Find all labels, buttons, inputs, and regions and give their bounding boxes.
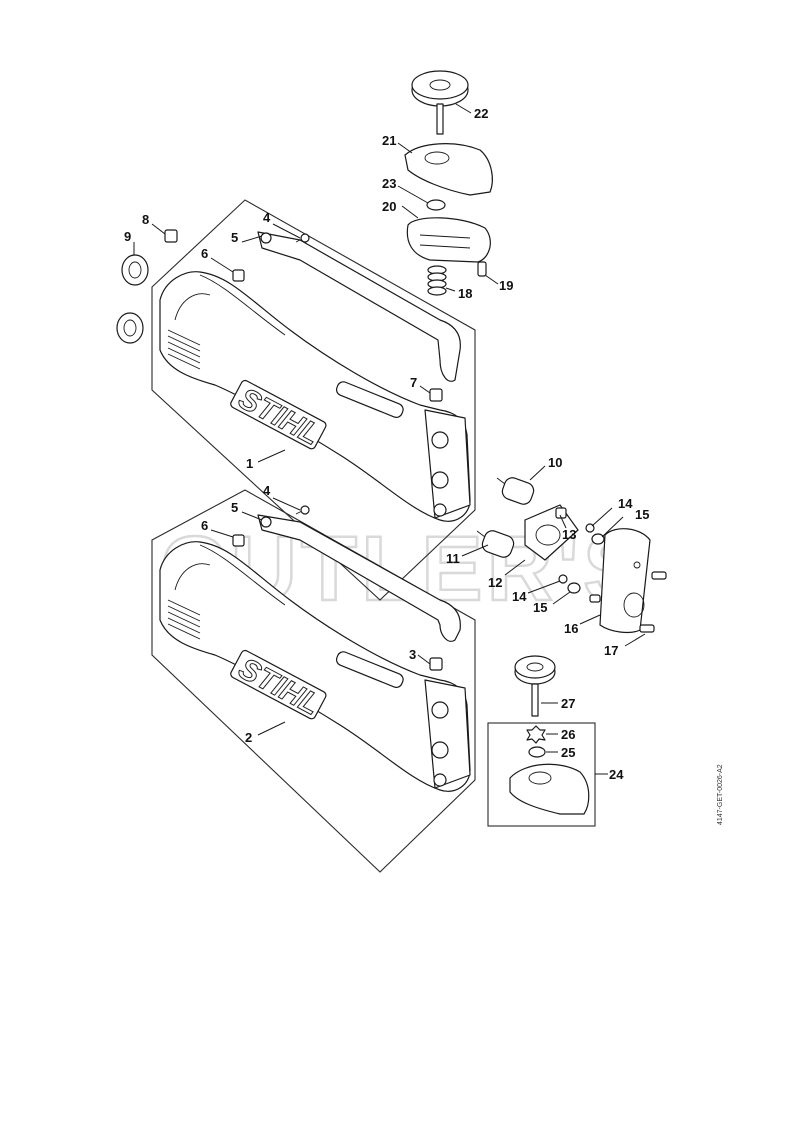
cable-bracket-1	[257, 231, 461, 382]
callout-22: 22	[474, 106, 488, 121]
callout-14-lower: 14	[512, 589, 527, 604]
assembly-frame-1	[151, 199, 476, 601]
callout-24: 24	[609, 767, 624, 782]
clamp-12	[524, 504, 579, 561]
leader-lines	[133, 103, 646, 775]
callout-14-upper: 14	[618, 496, 633, 511]
brand-logo-plate-1	[230, 379, 327, 450]
star-washer-26	[526, 725, 546, 744]
callout-27: 27	[561, 696, 575, 711]
cover-24	[509, 763, 590, 815]
callout-15-lower: 15	[533, 600, 547, 615]
callout-4-upper: 4	[263, 210, 271, 225]
washer-23	[426, 199, 446, 211]
callout-19: 19	[499, 278, 513, 293]
screw-4-upper	[295, 233, 310, 243]
button-row-2	[335, 651, 404, 688]
callout-3: 3	[409, 647, 416, 662]
nut-6-upper	[232, 269, 245, 282]
cable-bracket-2	[257, 514, 461, 642]
assembly-frame-2	[151, 489, 476, 873]
spring-18	[427, 265, 447, 296]
base-20	[406, 217, 491, 263]
screw-4-lower	[295, 505, 310, 515]
callout-17: 17	[604, 643, 618, 658]
handle-vents-1	[167, 329, 201, 370]
callout-20: 20	[382, 199, 396, 214]
screw-19	[477, 261, 487, 277]
callout-18: 18	[458, 286, 472, 301]
callout-15-upper: 15	[635, 507, 649, 522]
spring-10	[496, 477, 535, 505]
nut-15-upper	[591, 533, 605, 545]
plug-7	[429, 388, 443, 402]
callout-5-upper: 5	[231, 230, 238, 245]
callout-7: 7	[410, 375, 417, 390]
callout-11: 11	[446, 551, 460, 566]
washer-14-lower	[558, 574, 568, 584]
callout-21: 21	[382, 133, 396, 148]
nut-25	[528, 746, 546, 758]
callout-2: 2	[245, 730, 252, 745]
callout-1: 1	[246, 456, 253, 471]
clip-8	[164, 229, 178, 243]
callout-5-lower: 5	[231, 500, 238, 515]
callout-labels: 1 2 3 4 4 5 5 6 6 7 8 9 10 11 12 13 14 1…	[124, 106, 649, 782]
knob-22	[411, 70, 469, 135]
callout-6-lower: 6	[201, 518, 208, 533]
drawing-code: 4147-GET-0026-A2	[717, 764, 724, 825]
button-row-1	[335, 381, 404, 418]
callout-23: 23	[382, 176, 396, 191]
callout-12: 12	[488, 575, 502, 590]
callout-4-lower: 4	[263, 483, 271, 498]
callout-10: 10	[548, 455, 562, 470]
handle-vents-2	[167, 599, 201, 640]
screw-17	[589, 571, 667, 633]
callout-13: 13	[562, 527, 576, 542]
callout-26: 26	[561, 727, 575, 742]
callout-16: 16	[564, 621, 578, 636]
nut-6-lower	[232, 534, 245, 547]
callout-25: 25	[561, 745, 575, 760]
brand-logo-plate-2	[230, 649, 327, 720]
callout-9: 9	[124, 229, 131, 244]
knob-27	[514, 655, 556, 717]
callout-6-upper: 6	[201, 246, 208, 261]
plug-3	[429, 657, 443, 671]
nut-15-lower	[567, 582, 581, 594]
cover-21	[404, 143, 493, 196]
spring-11	[476, 530, 515, 558]
handle-housing-1: STIHL	[159, 271, 471, 522]
callout-8: 8	[142, 212, 149, 227]
bearing-9	[116, 254, 149, 344]
